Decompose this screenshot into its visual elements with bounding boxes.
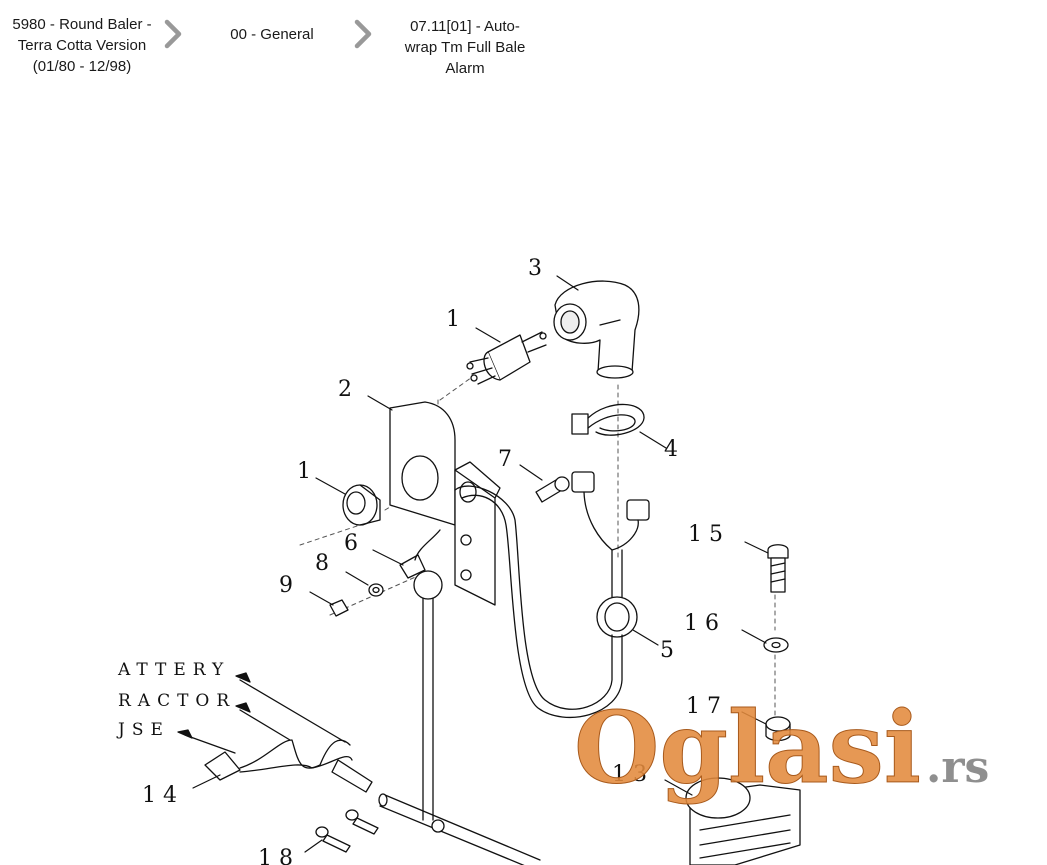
callout-1-top: 1 bbox=[446, 307, 460, 332]
watermark-suffix: .rs bbox=[926, 742, 989, 793]
note-tractor: RACTOR bbox=[118, 691, 236, 711]
part-fuse-holder bbox=[177, 672, 373, 793]
callout-18: 1 8 bbox=[258, 846, 293, 865]
part-control-box bbox=[685, 777, 801, 865]
wire-notes: ATTERY RACTOR JSE bbox=[116, 660, 236, 740]
callout-4: 4 bbox=[664, 437, 678, 462]
part-screw bbox=[535, 476, 570, 503]
part-bolt-stack bbox=[763, 544, 791, 742]
part-bracket bbox=[389, 401, 501, 606]
breadcrumb-item-page[interactable]: 07.11[01] - Auto- wrap Tm Full Bale Alar… bbox=[404, 18, 526, 77]
callout-2: 2 bbox=[338, 377, 352, 402]
callout-7: 7 bbox=[498, 447, 512, 472]
chevron-right-icon bbox=[164, 19, 182, 49]
part-cable-tie bbox=[571, 403, 645, 436]
part-elbow-boot bbox=[553, 280, 640, 379]
callout-17: 1 7 bbox=[686, 694, 721, 719]
callout-8: 8 bbox=[315, 551, 329, 576]
callout-labels: 3 1 2 1 4 7 6 8 9 5 1 5 1 6 1 7 1 3 1 4 … bbox=[142, 256, 723, 865]
breadcrumb-item-model[interactable]: 5980 - Round Baler - Terra Cotta Version… bbox=[12, 16, 152, 75]
part-main-harness bbox=[378, 529, 541, 865]
watermark-logo: Oglasi .rs bbox=[574, 691, 989, 807]
callout-3: 3 bbox=[528, 256, 542, 281]
breadcrumb: 5980 - Round Baler - Terra Cotta Version… bbox=[0, 0, 1047, 90]
callout-9: 9 bbox=[279, 573, 293, 598]
breadcrumb-item-section[interactable]: 00 - General bbox=[230, 26, 314, 43]
part-switch-top bbox=[466, 331, 547, 385]
part-nut bbox=[342, 484, 381, 526]
part-clip-washer-nut bbox=[329, 554, 426, 617]
callout-13: 1 3 bbox=[612, 762, 647, 787]
callout-14: 1 4 bbox=[142, 783, 177, 808]
watermark-text: Oglasi bbox=[574, 691, 921, 806]
part-harness bbox=[454, 471, 650, 719]
callout-16: 1 6 bbox=[684, 611, 719, 636]
note-fuse: JSE bbox=[116, 720, 170, 740]
callout-6: 6 bbox=[344, 531, 358, 556]
note-battery: ATTERY bbox=[117, 660, 230, 680]
part-terminals bbox=[315, 809, 379, 853]
callout-5: 5 bbox=[660, 638, 674, 663]
callout-15: 1 5 bbox=[688, 522, 723, 547]
chevron-right-icon bbox=[354, 19, 372, 49]
callout-1-left: 1 bbox=[297, 459, 311, 484]
